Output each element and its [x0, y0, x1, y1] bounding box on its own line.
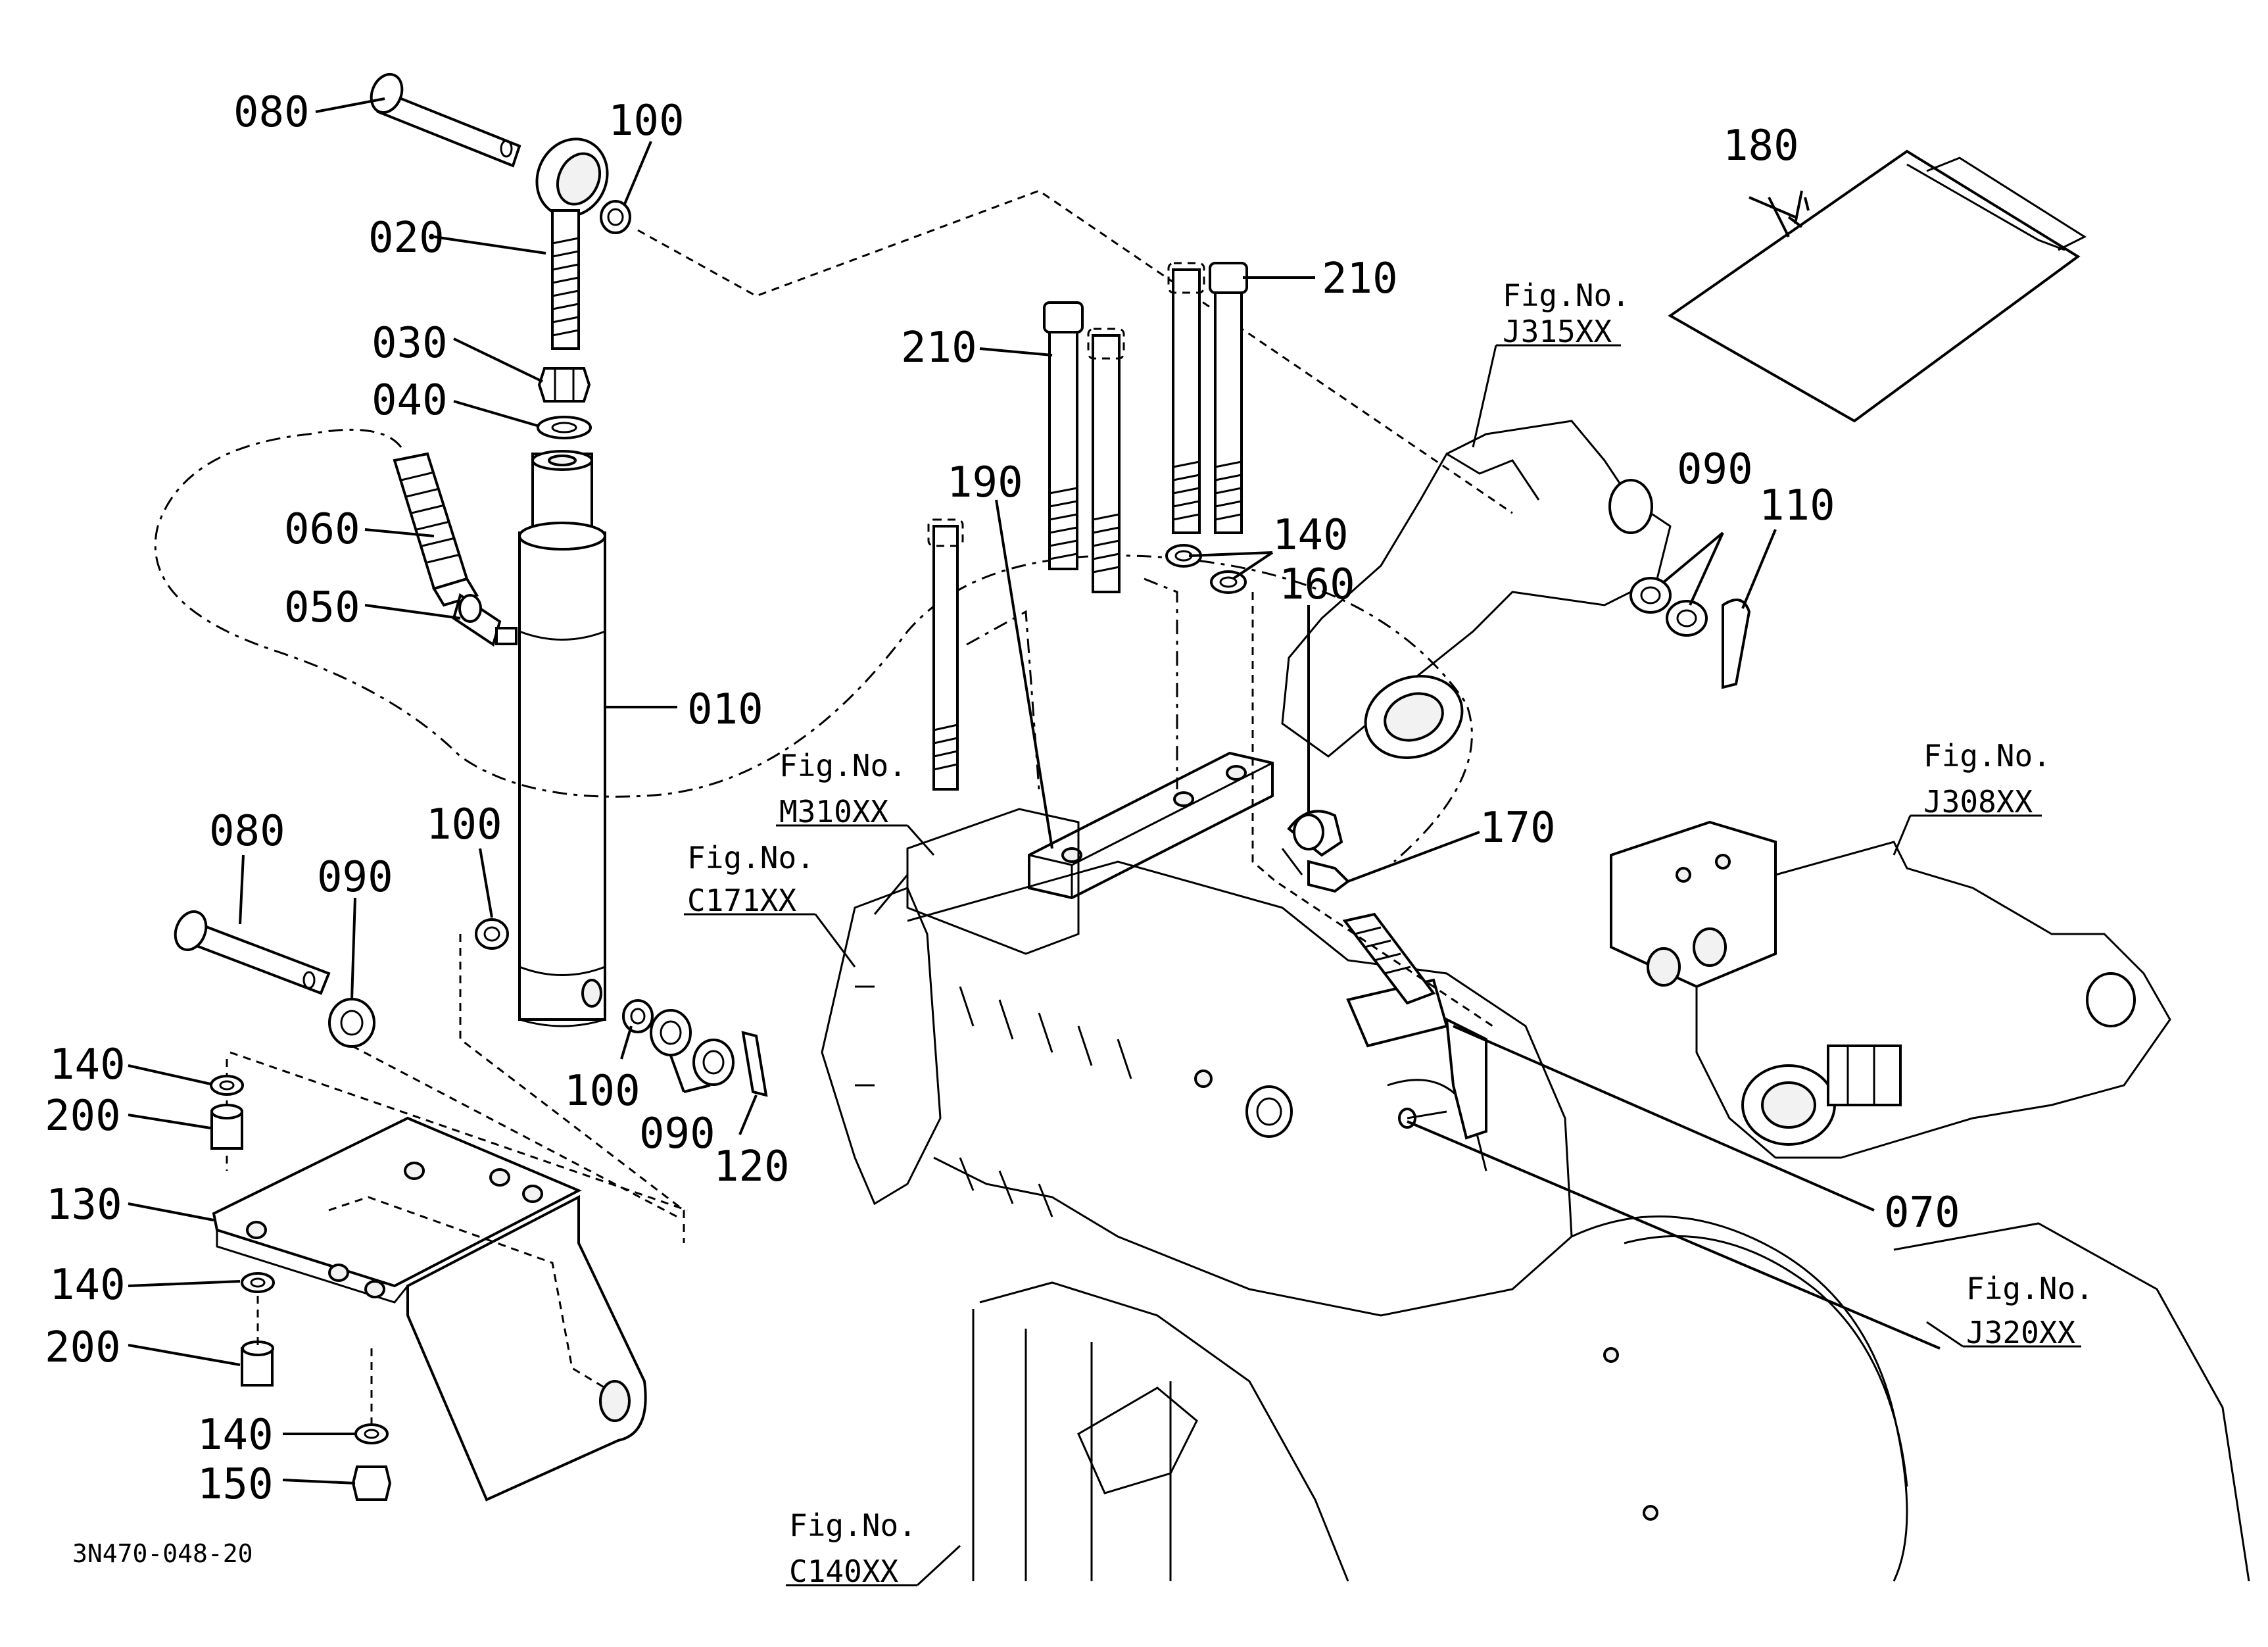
- nut-stack-drawing: [210, 1075, 392, 1501]
- part-label-100-top: 100: [608, 97, 685, 145]
- diagram-code: 3N470-048-20: [72, 1539, 253, 1568]
- part-label-170: 170: [1480, 804, 1556, 852]
- part-label-090-right: 090: [1677, 445, 1753, 494]
- fig-ref-c140-caption: Fig.No.: [789, 1508, 917, 1543]
- fig-ref-underlines: [684, 344, 2081, 1586]
- part-label-100-mid: 100: [426, 800, 502, 849]
- nut-030-drawing: [537, 367, 591, 403]
- part-label-140-mid: 140: [1272, 511, 1349, 560]
- part-label-160: 160: [1279, 560, 1355, 609]
- split-pin-120-drawing: [741, 1031, 768, 1097]
- pin-080-low-drawing: [174, 910, 331, 995]
- part-label-090-left: 090: [317, 853, 393, 902]
- washer-090-left-drawing: [328, 998, 375, 1048]
- part-label-080-low: 080: [209, 807, 285, 856]
- cylinder-assembly-drawing: [154, 72, 1513, 1243]
- fig-ref-c171-code: C171XX: [687, 883, 796, 918]
- part-label-040: 040: [372, 376, 448, 425]
- part-label-140-b: 140: [49, 1261, 126, 1310]
- fig-ref-j315-code: J315XX: [1503, 314, 1612, 349]
- washer-100-mid-drawing: [475, 918, 509, 950]
- fig-ref-m310-code: M310XX: [779, 794, 888, 829]
- part-label-130: 130: [46, 1181, 122, 1229]
- part-label-150: 150: [197, 1460, 274, 1509]
- fig-ref-j315-caption: Fig.No.: [1503, 278, 1630, 313]
- part-label-030: 030: [372, 319, 448, 368]
- part-label-010: 010: [687, 685, 763, 734]
- part-label-210-left: 210: [901, 324, 977, 372]
- fitting-050-drawing: [452, 593, 518, 647]
- part-label-140-c: 140: [197, 1411, 274, 1460]
- part-label-140-a: 140: [49, 1041, 126, 1089]
- bolt-170-drawing: [1307, 860, 1351, 893]
- part-label-110: 110: [1759, 481, 1835, 530]
- pin-080-top-drawing: [370, 72, 521, 168]
- washer-100-top-drawing: [600, 200, 631, 234]
- figure-reference-labels: Fig.No. J315XX Fig.No. M310XX Fig.No. C1…: [687, 278, 2094, 1589]
- part-label-190: 190: [947, 458, 1023, 507]
- fig-ref-j308-code: J308XX: [1923, 784, 2033, 820]
- bracket-160-drawing: [1281, 810, 1343, 875]
- fig-ref-j320-caption: Fig.No.: [1966, 1271, 2094, 1306]
- valve-block-drawing: [1610, 820, 1777, 989]
- fig-ref-c140-code: C140XX: [789, 1554, 898, 1589]
- part-label-120: 120: [713, 1143, 790, 1191]
- fig-ref-j320-code: J320XX: [1966, 1315, 2075, 1350]
- fig-ref-j308-caption: Fig.No.: [1923, 738, 2051, 774]
- washer-040-drawing: [537, 416, 592, 439]
- leader-lines: [128, 97, 1941, 1485]
- part-label-070: 070: [1884, 1189, 1960, 1237]
- bracket-130-drawing: [212, 1051, 688, 1502]
- cylinder-010-drawing: [518, 450, 606, 1027]
- sheet-180-drawing: [1668, 149, 2087, 423]
- lift-arm-upper-drawing: [1281, 420, 1751, 759]
- part-label-180: 180: [1723, 122, 1799, 170]
- bolts-210-drawing: [927, 262, 1248, 791]
- part-number-labels: 080 100 020 030 040 060 050 010 100 080 …: [45, 88, 1960, 1509]
- fig-ref-c171-caption: Fig.No.: [687, 840, 815, 875]
- part-label-100-low: 100: [564, 1067, 640, 1116]
- part-label-210-right: 210: [1322, 255, 1398, 303]
- transmission-housing-drawing: [821, 578, 2250, 1582]
- hose-060-drawing: [393, 452, 479, 607]
- washer-100-low-drawing: [622, 999, 654, 1033]
- part-label-050: 050: [284, 583, 360, 632]
- rod-070-drawing: [1342, 912, 1487, 1140]
- part-label-090-low: 090: [639, 1110, 715, 1158]
- part-label-080-top: 080: [233, 88, 310, 137]
- part-label-060: 060: [284, 505, 360, 554]
- washer-090-b-drawing: [692, 1039, 735, 1086]
- fig-ref-m310-caption: Fig.No.: [779, 748, 907, 783]
- lift-arm-lower-drawing: [1695, 841, 2171, 1159]
- rod-end-020-drawing: [535, 137, 609, 350]
- part-label-020: 020: [368, 214, 445, 262]
- washer-090-a-drawing: [650, 1009, 692, 1056]
- part-label-200-a: 200: [45, 1092, 121, 1141]
- plate-190-drawing: [1028, 751, 1274, 900]
- part-label-200-b: 200: [45, 1323, 121, 1372]
